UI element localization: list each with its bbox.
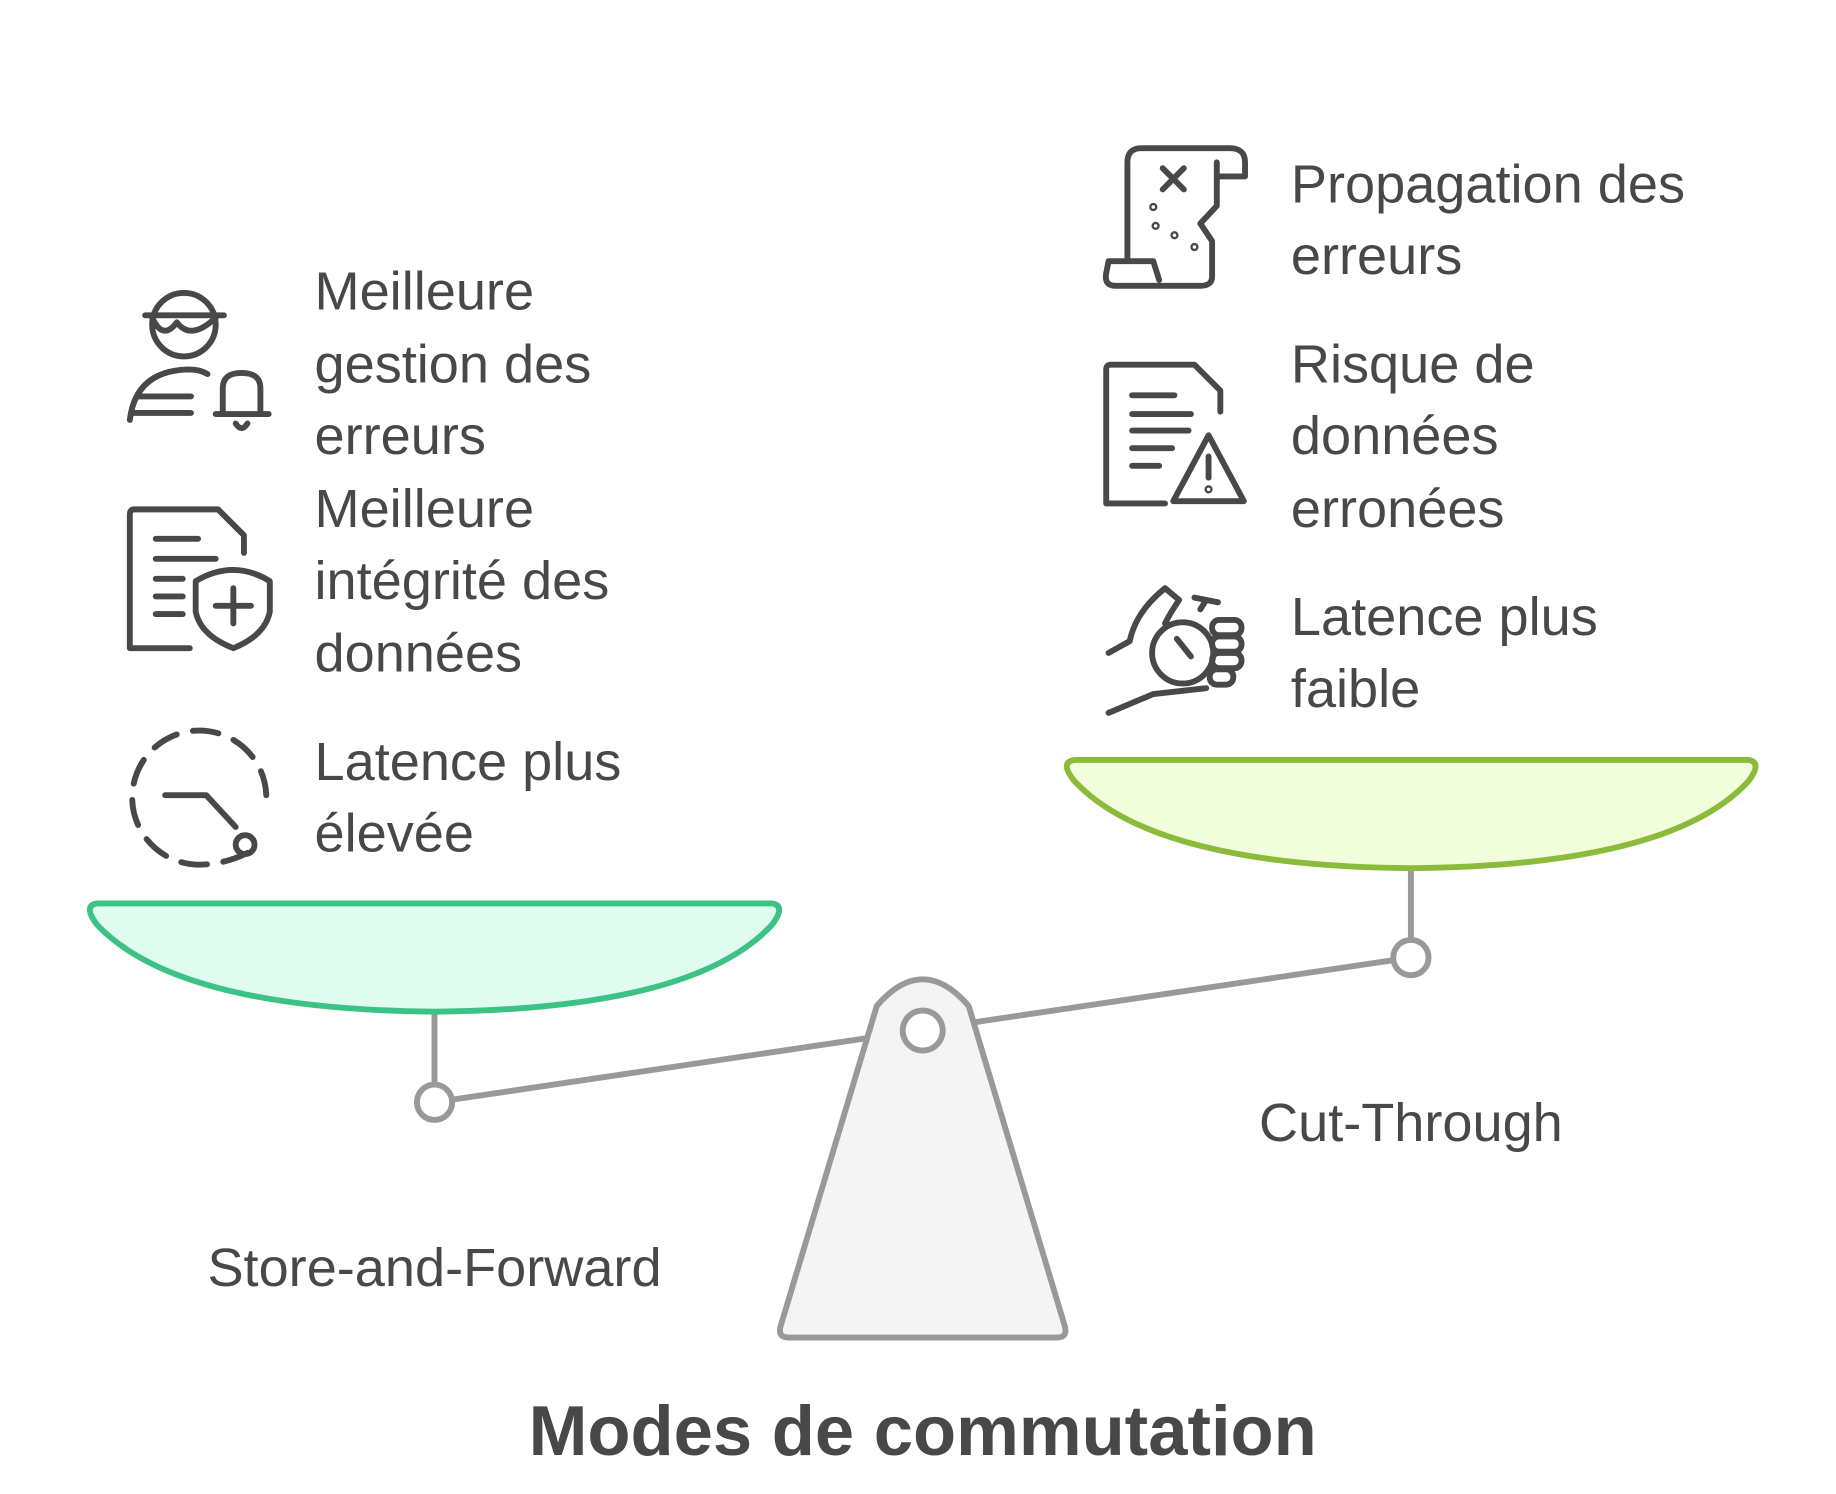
dashed-timer-icon — [129, 727, 270, 868]
left-label: Store-and-Forward — [207, 1238, 661, 1298]
left-pivot — [413, 1081, 456, 1123]
diagram-title: Modes de commutation — [529, 1391, 1317, 1470]
right-pan — [1063, 756, 1759, 872]
hand-stopwatch-icon — [1105, 585, 1245, 716]
scroll-error-icon — [1102, 145, 1248, 289]
document-shield-icon — [126, 506, 273, 652]
fulcrum — [777, 976, 1069, 1341]
document-warning-icon — [1103, 361, 1247, 507]
right-pivot — [1390, 936, 1432, 979]
fulcrum-pivot — [899, 1007, 946, 1054]
left-pan — [86, 900, 783, 1015]
person-bell-icon — [126, 289, 272, 432]
right-label: Cut-Through — [1259, 1093, 1563, 1153]
